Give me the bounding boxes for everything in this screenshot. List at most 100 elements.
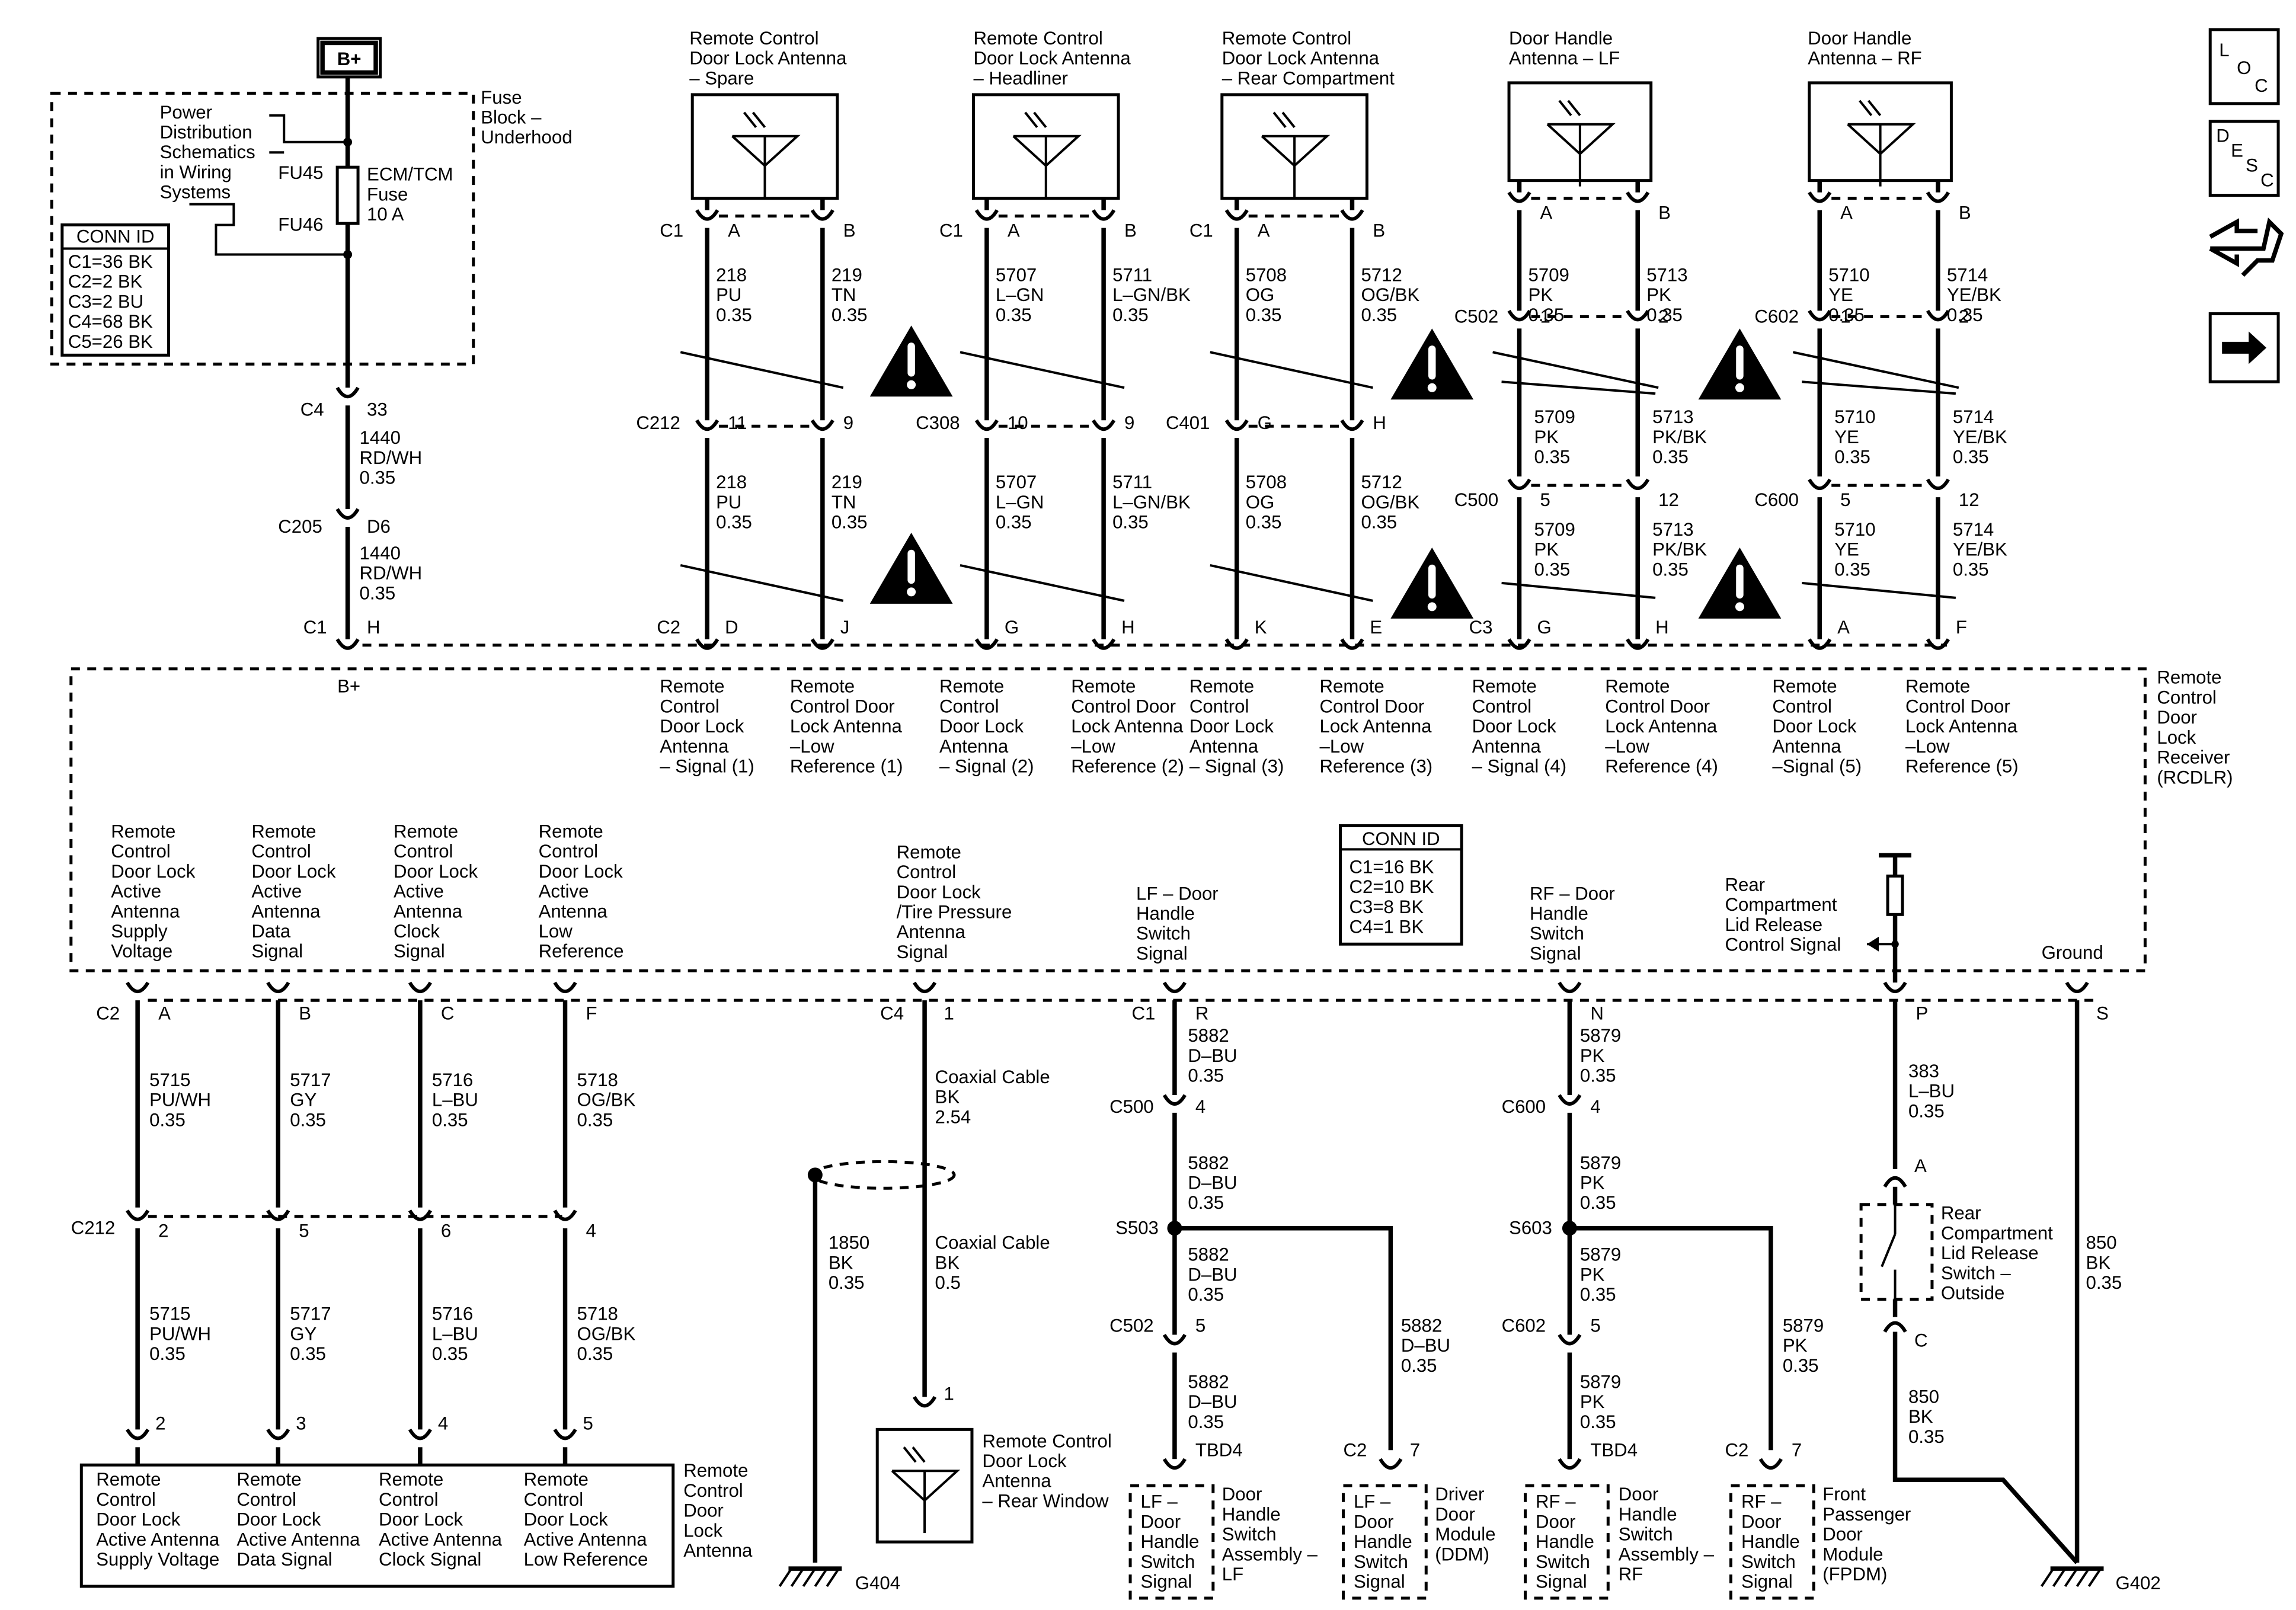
pin-id: G [1537,617,1551,638]
wire-label: PK [1580,1173,1605,1193]
pin-id: B [1373,220,1385,241]
antenna-pin [1808,191,1832,203]
receiver-pin-label: Door Lock [539,861,623,882]
wire-label: 0.35 [149,1343,186,1364]
twisted-pair-mark [1501,380,1656,395]
pin-id: G [1258,412,1272,433]
device-pin-label: Door Lock [96,1509,181,1530]
connector-c1 [335,638,360,650]
connector-id: C500 [1109,1096,1154,1117]
device-pin-label: Remote [236,1469,301,1490]
device-title: Lock [683,1520,722,1541]
pin-id: B [1959,203,1971,223]
connector-id: C212 [636,412,680,433]
receiver-pin [1340,638,1364,650]
wire-label: BK [2086,1252,2111,1273]
connector-c205 [335,508,360,520]
receiver-pin-label: Remote [1905,676,1970,697]
ground-icon [2064,1567,2078,1587]
ground-icon [802,1567,817,1587]
pin-id: 1 [944,1003,954,1024]
pds-ref-line [269,114,348,143]
receiver-pin-label: Door Lock [1189,716,1274,737]
splice-id: S603 [1509,1218,1552,1238]
wire-label: 5716 [432,1304,473,1324]
conn-id-row: C1=36 BK [68,251,153,272]
wire-label: 0.35 [1783,1355,1819,1376]
conn-id-row: C4=68 BK [68,311,153,332]
receiver-pin-label: Remote [251,821,316,841]
antenna-icon [1024,111,1038,129]
wire-label: 0.35 [577,1343,613,1364]
conn-id-row: C4=1 BK [1349,917,1424,937]
receiver-pin-label: Lock Antenna [1905,716,2018,737]
receiver-pin-label: Reference (4) [1605,756,1718,777]
receiver-pin [913,981,937,994]
receiver-pin-label: Remote [1320,676,1384,697]
receiver-pin [695,638,720,650]
pin-id: J [840,617,850,638]
device-title: Door [1619,1484,1659,1505]
fuse-rating: ECM/TCM [367,164,453,185]
receiver-pin-label: Antenna [1189,736,1259,757]
receiver-pin [1558,981,1582,994]
pin-id: R [1195,1003,1209,1024]
device-title: Door [1222,1484,1262,1505]
receiver-pin-label: Remote [1605,676,1670,697]
receiver-pin-label: LF – Door [1136,883,1219,904]
receiver-pin-label: Lock Antenna [790,716,903,737]
antenna-title: Door Lock Antenna [973,48,1131,69]
wire-label: OG [1246,492,1275,513]
pin-id: 5 [299,1221,309,1241]
wire-label: PU [716,492,741,513]
pin-id: A [1837,617,1850,638]
wire-label: 5707 [996,472,1037,492]
wire-label: 5714 [1953,406,1994,427]
coax-shield-icon [810,1160,956,1190]
device-pin-label: Supply Voltage [96,1549,219,1570]
antenna-icon [1281,111,1296,129]
wire-label: 5879 [1580,1371,1621,1392]
receiver-pin-label: Signal [897,942,948,962]
wire-label: L–BU [1908,1081,1955,1102]
antenna-icon [752,111,766,129]
inline-pin [1926,309,1950,322]
receiver-pin-label: Door Lock [1772,716,1857,737]
warning-icon [1427,383,1437,392]
device-title: Assembly – [1619,1544,1715,1564]
receiver-pin-label: Signal [251,941,303,962]
pin-id: 11 [728,412,747,433]
antenna-icon [1033,111,1047,129]
antenna-title: Remote Control [689,28,818,49]
fuse-rating: Fuse [367,184,408,204]
device-pin [1162,1458,1187,1470]
wire-label: 5718 [577,1304,618,1324]
wire [1569,1225,1773,1451]
wire-label: L–GN/BK [1112,284,1191,305]
inline-pin [1808,309,1832,322]
loc-icon [2208,28,2280,105]
antenna-pin [1626,191,1650,203]
receiver-pin [408,981,432,994]
inline-pin [1926,478,1950,491]
junction-dot [1891,940,1899,948]
pin-id: A [1008,220,1020,241]
wire-label: L–GN [996,492,1044,513]
receiver-pin-label: Antenna [1472,736,1542,757]
receiver-pin-label: Antenna [660,736,729,757]
receiver-pin-label: –Low [1320,736,1364,757]
receiver-pin-label: Remote [1071,676,1136,697]
fuse-rating: 10 A [367,204,404,225]
wire-label: PK [1580,1264,1605,1285]
pin-id: D [725,617,738,638]
pin-id: TBD4 [1590,1439,1638,1460]
wire-label: 0.35 [360,468,396,488]
pin-id: 33 [367,399,388,420]
receiver-pin-label: –Low [1605,736,1649,757]
wire-label: YE/BK [1953,539,2007,560]
device-pin [408,1428,432,1441]
device-pin-label: Signal [1536,1571,1587,1592]
wire-label: BK [1908,1406,1933,1427]
wire-label: 5712 [1361,264,1402,285]
receiver-pin-label: Handle [1136,903,1195,924]
